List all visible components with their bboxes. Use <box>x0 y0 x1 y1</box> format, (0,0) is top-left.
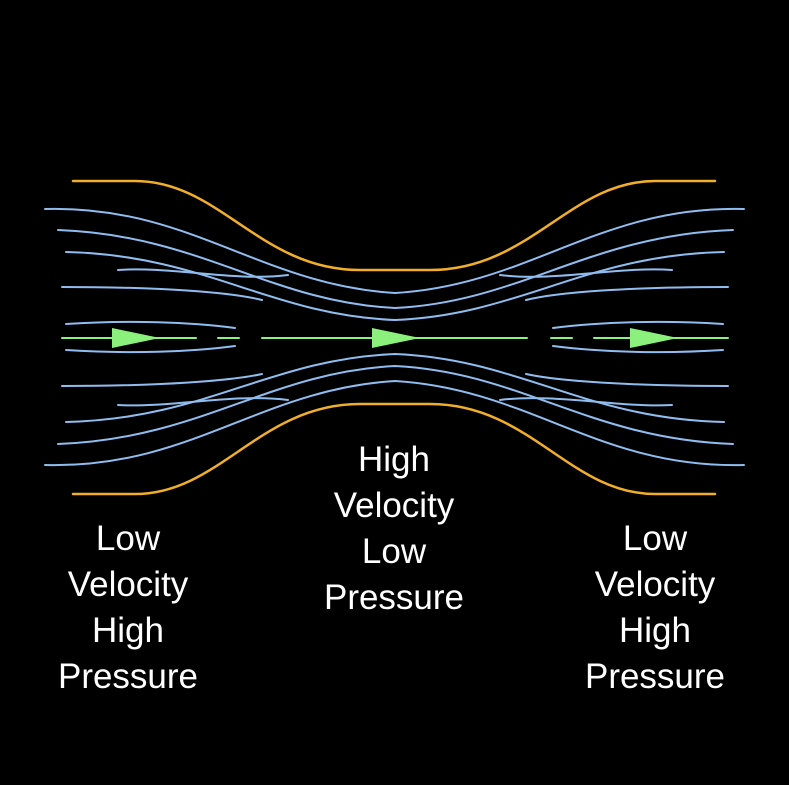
throat-label-line: Velocity <box>333 486 455 525</box>
streamline <box>65 352 725 423</box>
inlet-label: Low Velocity High Pressure <box>18 516 238 700</box>
streamline <box>44 207 745 295</box>
streamline <box>525 373 729 387</box>
streamlines <box>44 207 745 467</box>
flow-arrow-icon <box>372 328 420 348</box>
outlet-label-line: Low <box>622 519 688 558</box>
streamline <box>65 320 236 329</box>
inlet-label-line: Pressure <box>57 657 199 696</box>
outlet-label-line: High <box>619 611 691 650</box>
throat-label-line: Pressure <box>323 578 465 617</box>
streamline <box>552 345 724 354</box>
outlet-label: Low Velocity High Pressure <box>545 516 765 700</box>
tube-walls <box>71 179 717 496</box>
flow-arrow-icon <box>112 328 160 348</box>
streamline <box>57 229 734 310</box>
streamline <box>61 286 263 301</box>
inlet-label-line: Velocity <box>67 565 189 604</box>
streamline <box>44 379 745 467</box>
outlet-label-line: Pressure <box>584 657 726 696</box>
inlet-label-line: High <box>92 611 164 650</box>
throat-label-line: Low <box>361 532 427 571</box>
streamline <box>499 268 673 278</box>
streamline <box>552 320 724 329</box>
streamline <box>525 286 729 301</box>
flow-arrow-icon <box>630 328 678 348</box>
streamline <box>65 345 236 354</box>
streamline <box>117 268 289 278</box>
tube-wall-top <box>71 179 717 272</box>
inlet-label-line: Low <box>95 519 161 558</box>
streamline <box>57 364 734 445</box>
streamline <box>61 373 263 387</box>
throat-label: High Velocity Low Pressure <box>284 437 504 621</box>
throat-label-line: High <box>358 440 430 479</box>
streamline <box>65 251 725 322</box>
outlet-label-line: Velocity <box>594 565 716 604</box>
tube-wall-bottom <box>71 402 717 496</box>
streamline <box>499 397 673 407</box>
streamline <box>117 397 289 407</box>
flow-arrows <box>112 328 678 348</box>
